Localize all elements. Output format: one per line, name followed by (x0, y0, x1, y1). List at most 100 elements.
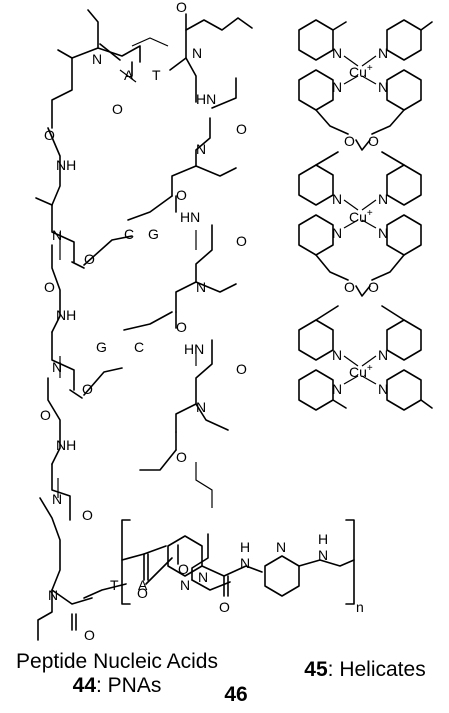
pna-compound-number: 44 (73, 674, 97, 697)
copper-ion-3: Cu+ (349, 363, 373, 380)
pna-atom-hn2: HN (180, 209, 200, 225)
pyridine-ring (386, 214, 422, 256)
coordination-arrow (343, 375, 359, 385)
helicate-n-1: N (332, 45, 342, 61)
pna-atom-nh2: NH (56, 307, 76, 323)
polymer-repeat-subscript: n (356, 599, 364, 615)
repeat-bracket-left (121, 519, 131, 605)
pna-atom-o10: O (82, 381, 93, 397)
pyridine-ring (298, 319, 334, 361)
pna-atom-o4: O (44, 127, 55, 143)
pna-atom-n3: N (196, 141, 206, 157)
polymer-h-1: H (240, 539, 250, 555)
pna-atom-o5: O (176, 187, 187, 203)
pna-atom-n4: N (52, 227, 62, 243)
pna-base-mid2-g: G (96, 339, 107, 355)
helicate-o-4: O (368, 279, 379, 295)
pna-base-top-t: T (152, 67, 161, 83)
pna-atom-n8: N (52, 491, 62, 507)
polymer-n-1: N (180, 577, 190, 593)
pyridine-ring (298, 164, 334, 206)
pna-atom-n5: N (196, 279, 206, 295)
pyridine-ring (167, 535, 203, 577)
helicate-o-3: O (344, 279, 355, 295)
helicate-structure-45: N N N N N N N N N N N N Cu+ Cu+ Cu+ O O … (298, 19, 433, 681)
pna-atom-hn1: HN (196, 91, 216, 107)
pna-base-mid1-g: G (148, 226, 159, 242)
polymer-n-4: N (318, 547, 328, 563)
pyridine-ring (386, 164, 422, 206)
pna-base-mid2-c: C (134, 339, 144, 355)
pna-atom-hn3: HN (184, 341, 204, 357)
pna-atom-o7: O (236, 233, 247, 249)
pyridine-ring (386, 319, 422, 361)
polymer-structure-46: O N O H N N H N n 46 (121, 519, 364, 706)
pyridine-ring (264, 555, 300, 597)
pna-atom-o16: O (84, 627, 95, 643)
helicate-o-1: O (344, 133, 355, 149)
pna-atom-nh1: NH (56, 157, 76, 173)
coordination-arrow (361, 219, 377, 229)
pna-atom-o1: O (176, 0, 187, 15)
helicate-n-6: N (378, 191, 388, 207)
pyridine-ring (386, 69, 422, 111)
coordination-arrow (361, 75, 377, 85)
helicate-o-2: O (368, 133, 379, 149)
pna-atom-o3: O (236, 121, 247, 137)
helicate-n-2: N (378, 45, 388, 61)
pyridine-ring (386, 19, 422, 61)
pna-atom-n2: N (92, 51, 102, 67)
pyridine-ring (298, 369, 334, 411)
copper-ion-2: Cu+ (349, 208, 373, 225)
coordination-arrow (361, 355, 377, 367)
polymer-o-2: O (219, 599, 230, 615)
helicate-n-8: N (378, 225, 388, 241)
coordination-arrow (343, 199, 359, 211)
helicate-n-4: N (378, 79, 388, 95)
pna-atom-o12: O (40, 407, 51, 423)
pna-atom-o2: O (112, 101, 123, 117)
pna-atom-o8: O (44, 279, 55, 295)
pyridine-ring (386, 369, 422, 411)
polymer-h-2: H (318, 531, 328, 547)
helicate-n-12: N (378, 381, 388, 397)
pna-atom-n6: N (52, 359, 62, 375)
pna-atom-o14: O (82, 507, 93, 523)
pna-atom-n7: N (196, 399, 206, 415)
pna-base-bot-t: T (110, 577, 119, 593)
coordination-arrow (343, 219, 359, 229)
helicate-n-7: N (332, 225, 342, 241)
helicate-n-9: N (332, 347, 342, 363)
pyridine-ring (298, 19, 334, 61)
pna-caption-label: 44: PNAs (73, 674, 162, 697)
pna-structure-44: A T C G G C T A N N O O HN O O NH N O HN… (16, 0, 253, 697)
pna-caption-title: Peptide Nucleic Acids (16, 650, 218, 673)
helicate-n-5: N (332, 191, 342, 207)
pna-base-top-a: A (124, 67, 134, 83)
polymer-n-2: N (240, 555, 250, 571)
pna-atom-o11: O (236, 361, 247, 377)
helicate-n-11: N (332, 381, 342, 397)
copper-ion-1: Cu+ (349, 63, 373, 80)
pna-atom-nh3: NH (56, 437, 76, 453)
polymer-n-3: N (276, 539, 286, 555)
helicate-n-10: N (378, 347, 388, 363)
pna-atom-n1: N (192, 45, 202, 61)
helicate-compound-number: 45 (304, 658, 328, 681)
helicate-compound-name: : Helicates (328, 658, 426, 681)
pna-base-mid1-c: C (124, 226, 134, 242)
pna-atom-n9: N (198, 569, 208, 585)
pna-atom-n10: N (48, 587, 58, 603)
pna-atom-o6: O (84, 251, 95, 267)
polymer-compound-number: 46 (224, 683, 247, 706)
pna-compound-name: : PNAs (96, 674, 161, 697)
pna-atom-o15: O (178, 561, 189, 577)
coordination-arrow (361, 199, 377, 211)
coordination-arrow (343, 55, 359, 67)
pyridine-ring (298, 69, 334, 111)
coordination-arrow (361, 375, 377, 385)
pna-base-bot-a: A (138, 577, 148, 593)
polymer-o-1: O (137, 585, 148, 601)
pyridine-ring (298, 214, 334, 256)
